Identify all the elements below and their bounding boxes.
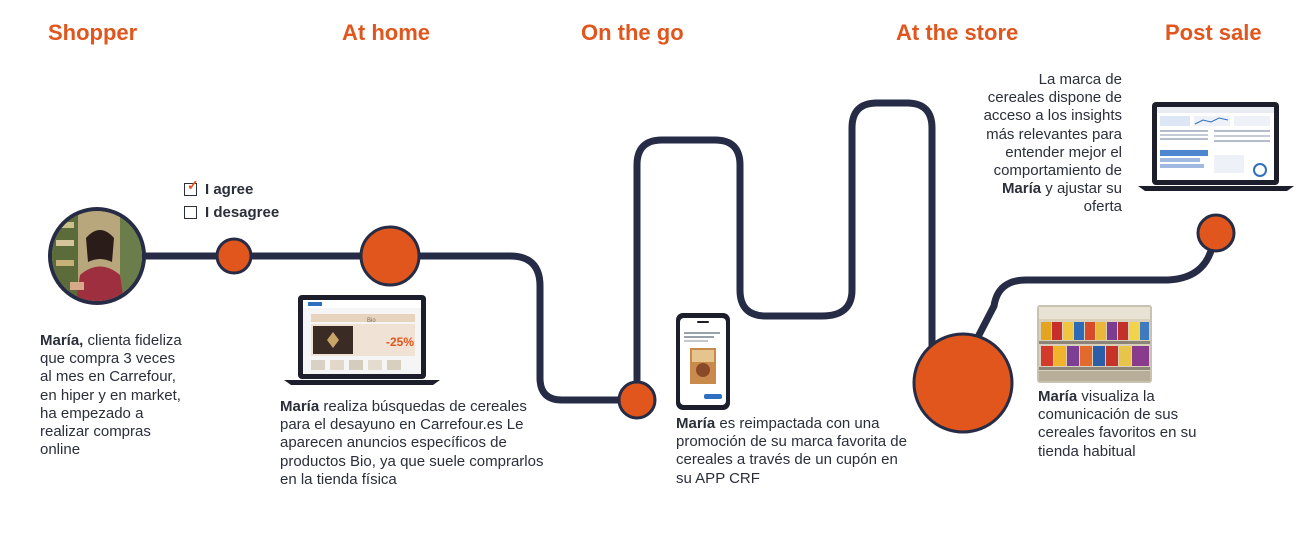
- persona-name: María,: [40, 332, 84, 349]
- node-at-home: [359, 225, 421, 287]
- persona-name: María: [1038, 388, 1078, 405]
- post-sale-description-end: y ajustar su oferta: [1041, 180, 1122, 216]
- checkbox-empty-icon[interactable]: [184, 206, 197, 219]
- post-sale-description-text: La marca de cereales dispone de acceso a…: [983, 71, 1122, 180]
- stage-title-at-home: At home: [342, 20, 430, 45]
- promo-tag-label: Bio: [367, 318, 376, 324]
- consent-agree[interactable]: ✓ I agree: [184, 178, 279, 201]
- store-shelf-photo: [1037, 305, 1152, 383]
- promo-discount-label: -25%: [386, 335, 414, 349]
- persona-name: María: [676, 415, 716, 432]
- shopper-avatar: [48, 207, 146, 305]
- laptop-icon: -25% Bio: [284, 295, 440, 385]
- on-the-go-description: María es reimpactada con una promoción d…: [676, 415, 916, 488]
- persona-name: María: [1001, 180, 1042, 198]
- stage-title-post-sale: Post sale: [1165, 20, 1262, 45]
- stage-title-on-the-go: On the go: [581, 20, 684, 45]
- at-home-description-text: realiza búsquedas de cereales para el de…: [280, 398, 544, 488]
- node-consent: [215, 237, 253, 275]
- stage-title-shopper: Shopper: [48, 20, 138, 45]
- node-at-the-store: [912, 332, 1014, 434]
- at-home-description: María realiza búsquedas de cereales para…: [280, 398, 555, 489]
- node-on-the-go: [617, 380, 657, 420]
- at-the-store-description-text: visualiza la comunicación de sus cereale…: [1038, 388, 1197, 460]
- dashboard-laptop-icon: [1138, 102, 1294, 191]
- phone-icon: [676, 313, 730, 410]
- stage-title-at-the-store: At the store: [896, 20, 1019, 45]
- node-post-sale: [1196, 213, 1236, 253]
- shopper-description: María, clienta fideliza que compra 3 vec…: [40, 332, 190, 459]
- persona-name: María: [280, 398, 320, 415]
- at-the-store-description: María visualiza la comunicación de sus c…: [1038, 388, 1218, 461]
- consent-agree-label: I agree: [205, 181, 254, 198]
- checkbox-checked-icon[interactable]: ✓: [184, 178, 199, 196]
- shopper-description-text: clienta fideliza que compra 3 veces al m…: [40, 332, 182, 459]
- on-the-go-description-text: es reimpactada con una promoción de su m…: [676, 415, 907, 487]
- consent-disagree[interactable]: I desagree: [184, 201, 279, 224]
- consent-options: ✓ I agree I desagree: [184, 178, 279, 224]
- consent-disagree-label: I desagree: [205, 204, 280, 221]
- post-sale-description: La marca de cereales dispone de acceso a…: [980, 71, 1122, 217]
